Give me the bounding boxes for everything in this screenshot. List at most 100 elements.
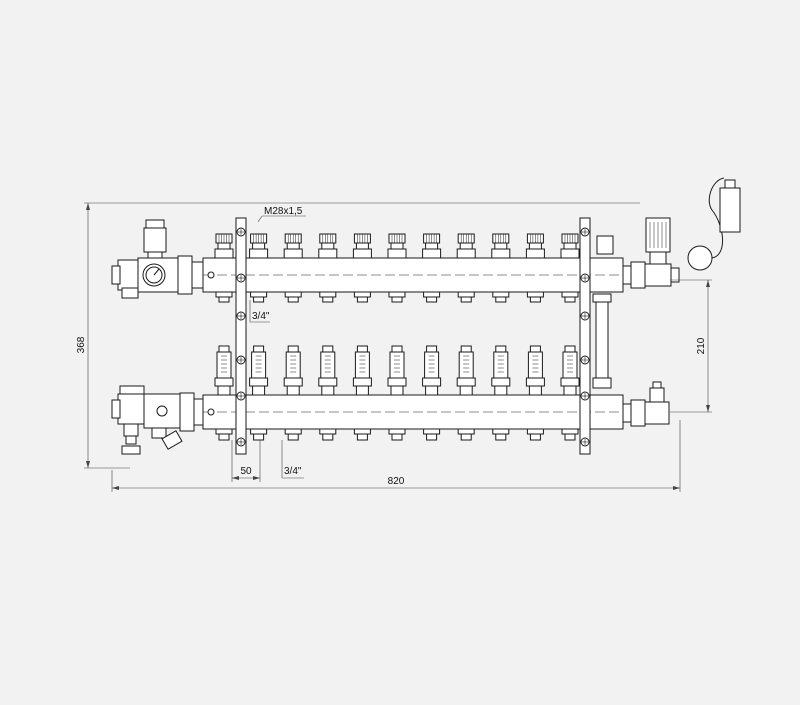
outlet-nut (388, 291, 406, 298)
bypass-pipe (595, 301, 609, 379)
return-valve-cap (649, 387, 665, 403)
flow-meter-cap (460, 345, 472, 353)
valve-nut (387, 248, 407, 259)
flow-meter-base (494, 385, 508, 396)
air-vent-cap (145, 219, 165, 229)
end-coupling (622, 265, 632, 285)
outlet-thread (495, 433, 507, 441)
outlet-thread (391, 296, 403, 303)
flow-meter-base (217, 385, 231, 396)
supply-valve (318, 233, 338, 303)
inlet-thread (111, 399, 121, 419)
supply-valve (352, 233, 372, 303)
flow-meter-cap (391, 345, 403, 353)
supply-valve (456, 233, 476, 303)
flow-meter-nut (214, 377, 234, 387)
return-tee-port (156, 405, 168, 417)
valve-nut (214, 248, 234, 259)
dimension-lines (84, 202, 712, 492)
flow-meter-cap (529, 345, 541, 353)
valve-stem (355, 242, 369, 250)
actuator-neck (649, 251, 667, 265)
flow-meter-base (286, 385, 300, 396)
flow-meter-base (390, 385, 404, 396)
supply-valve (387, 233, 407, 303)
flow-meter (214, 345, 234, 441)
flow-meter-nut (422, 377, 442, 387)
bypass-valve-cap (596, 235, 614, 255)
valve-nut (318, 248, 338, 259)
outlet-thread (356, 296, 368, 303)
right-return-assembly (622, 381, 670, 427)
mounting-bracket (235, 217, 247, 455)
flow-meter-cap (495, 345, 507, 353)
outlet-nut (215, 291, 233, 298)
outlet-thread (322, 296, 334, 303)
outlet-thread (460, 433, 472, 441)
left-supply-assembly (111, 219, 204, 299)
return-valve-body (644, 401, 670, 425)
valve-nut (249, 248, 269, 259)
union-coupling (193, 398, 204, 426)
valve-nut (560, 248, 580, 259)
bracket-plate (579, 217, 591, 455)
outlet-thread (495, 296, 507, 303)
outlet-nut (250, 428, 268, 435)
flow-meter-cap (253, 345, 265, 353)
outlet-nut (319, 291, 337, 298)
flow-meter-nut (283, 377, 303, 387)
flow-meter-base (355, 385, 369, 396)
supply-plug (207, 271, 215, 279)
outlet-nut (457, 291, 475, 298)
flow-meter-base (459, 385, 473, 396)
outlet-nut (215, 428, 233, 435)
fill-valve-body (161, 430, 183, 450)
bracket-plate (235, 217, 247, 455)
spacing-dimension-label: 50 (240, 466, 252, 477)
supply-valve (560, 233, 580, 303)
ball-valve-body (117, 393, 145, 425)
flow-meter-cap (564, 345, 576, 353)
outlet-thread (253, 433, 265, 441)
left-return-assembly (111, 385, 204, 455)
sensor-bulb-cap (724, 179, 736, 189)
outlet-thread (391, 433, 403, 441)
bypass-nut (592, 293, 612, 303)
supply-valve (525, 233, 545, 303)
valve-stem (459, 242, 473, 250)
flow-meter-nut (560, 377, 580, 387)
outlet-nut (284, 291, 302, 298)
flow-meter-base (252, 385, 266, 396)
ball-valve-lever (121, 287, 139, 299)
air-vent-neck (147, 251, 163, 259)
valve-nut (525, 248, 545, 259)
valve-stem (217, 242, 231, 250)
flow-meter (422, 345, 442, 441)
valve-stem (425, 242, 439, 250)
thread-label: M28x1,5 (264, 206, 303, 217)
top-connection-label: 3/4" (252, 311, 270, 322)
mixing-valve-body (644, 263, 672, 287)
outlet-nut (319, 428, 337, 435)
outlet-thread (426, 296, 438, 303)
flow-meter (249, 345, 269, 441)
mounting-bracket (579, 217, 591, 455)
outlet-thread (287, 433, 299, 441)
valve-nut (422, 248, 442, 259)
outlet-nut (423, 291, 441, 298)
outlet-nut (353, 291, 371, 298)
flow-meter-nut (491, 377, 511, 387)
union-coupling (191, 261, 204, 289)
valve-stem (528, 242, 542, 250)
flow-meter (525, 345, 545, 441)
capillary-coil (687, 245, 713, 271)
end-nut (630, 261, 646, 289)
drain-valve-body (123, 423, 139, 437)
valve-stem (563, 242, 577, 250)
outlet-nut (457, 428, 475, 435)
end-coupling (622, 403, 632, 423)
union-nut (179, 392, 195, 432)
outlet-thread (529, 433, 541, 441)
outlet-nut (423, 428, 441, 435)
valve-stem (286, 242, 300, 250)
